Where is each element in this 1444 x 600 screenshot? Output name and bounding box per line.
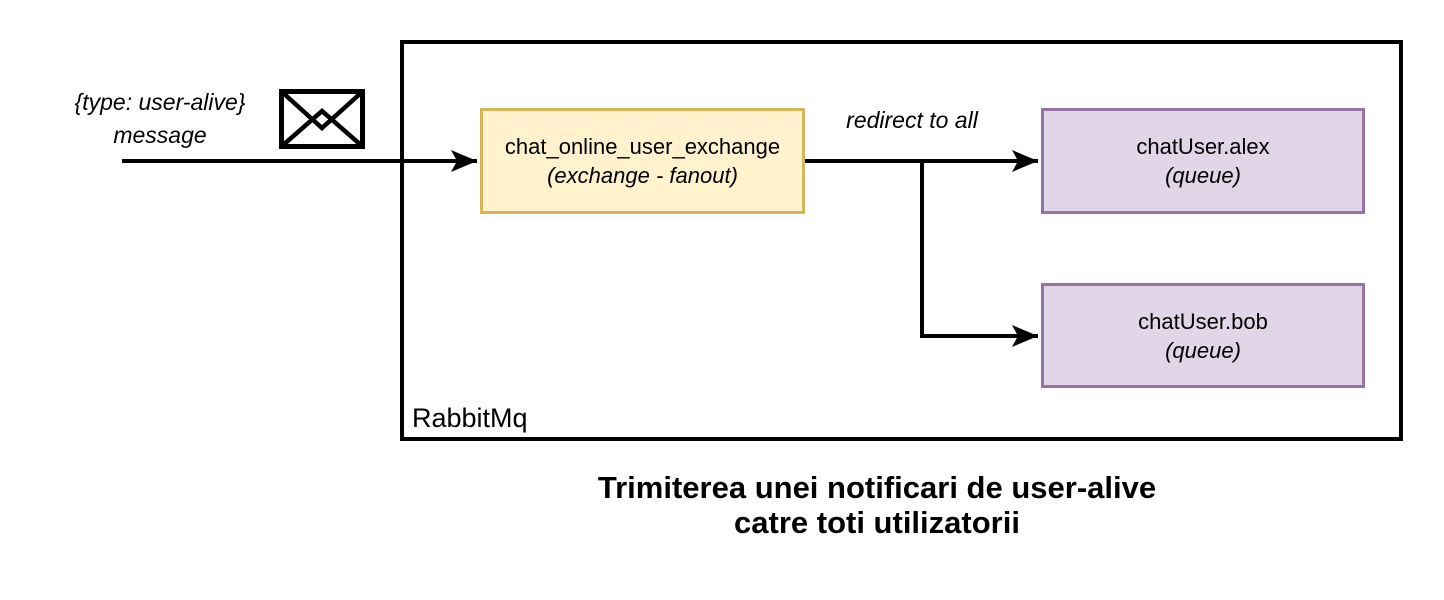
queue-alex-name: chatUser.alex: [1136, 134, 1270, 159]
message-label: {type: user-alive} message: [30, 86, 290, 152]
queue-bob-type: (queue): [1165, 337, 1241, 363]
queue-bob-name: chatUser.bob: [1138, 308, 1268, 334]
exchange-node: chat_online_user_exchange (exchange - fa…: [480, 108, 805, 214]
edge-label-redirect-to-all: redirect to all: [846, 107, 978, 133]
message-label-line1: {type: user-alive}: [74, 89, 246, 115]
caption-line1: Trimiterea unei notificari de user-alive: [597, 470, 1157, 505]
caption-line2: catre toti utilizatorii: [734, 505, 1020, 540]
exchange-type: (exchange - fanout): [547, 163, 738, 188]
rabbitmq-container: RabbitMq: [400, 40, 1403, 441]
exchange-name: chat_online_user_exchange: [504, 134, 781, 159]
queue-node-bob: chatUser.bob (queue): [1041, 283, 1365, 388]
diagram-caption: Trimiterea unei notificari de user-alive…: [377, 470, 1377, 540]
queue-node-alex: chatUser.alex (queue): [1041, 108, 1365, 214]
envelope-icon: [279, 89, 365, 149]
rabbitmq-container-label: RabbitMq: [412, 403, 528, 433]
queue-alex-type: (queue): [1165, 163, 1241, 188]
message-label-line2: message: [113, 122, 207, 148]
